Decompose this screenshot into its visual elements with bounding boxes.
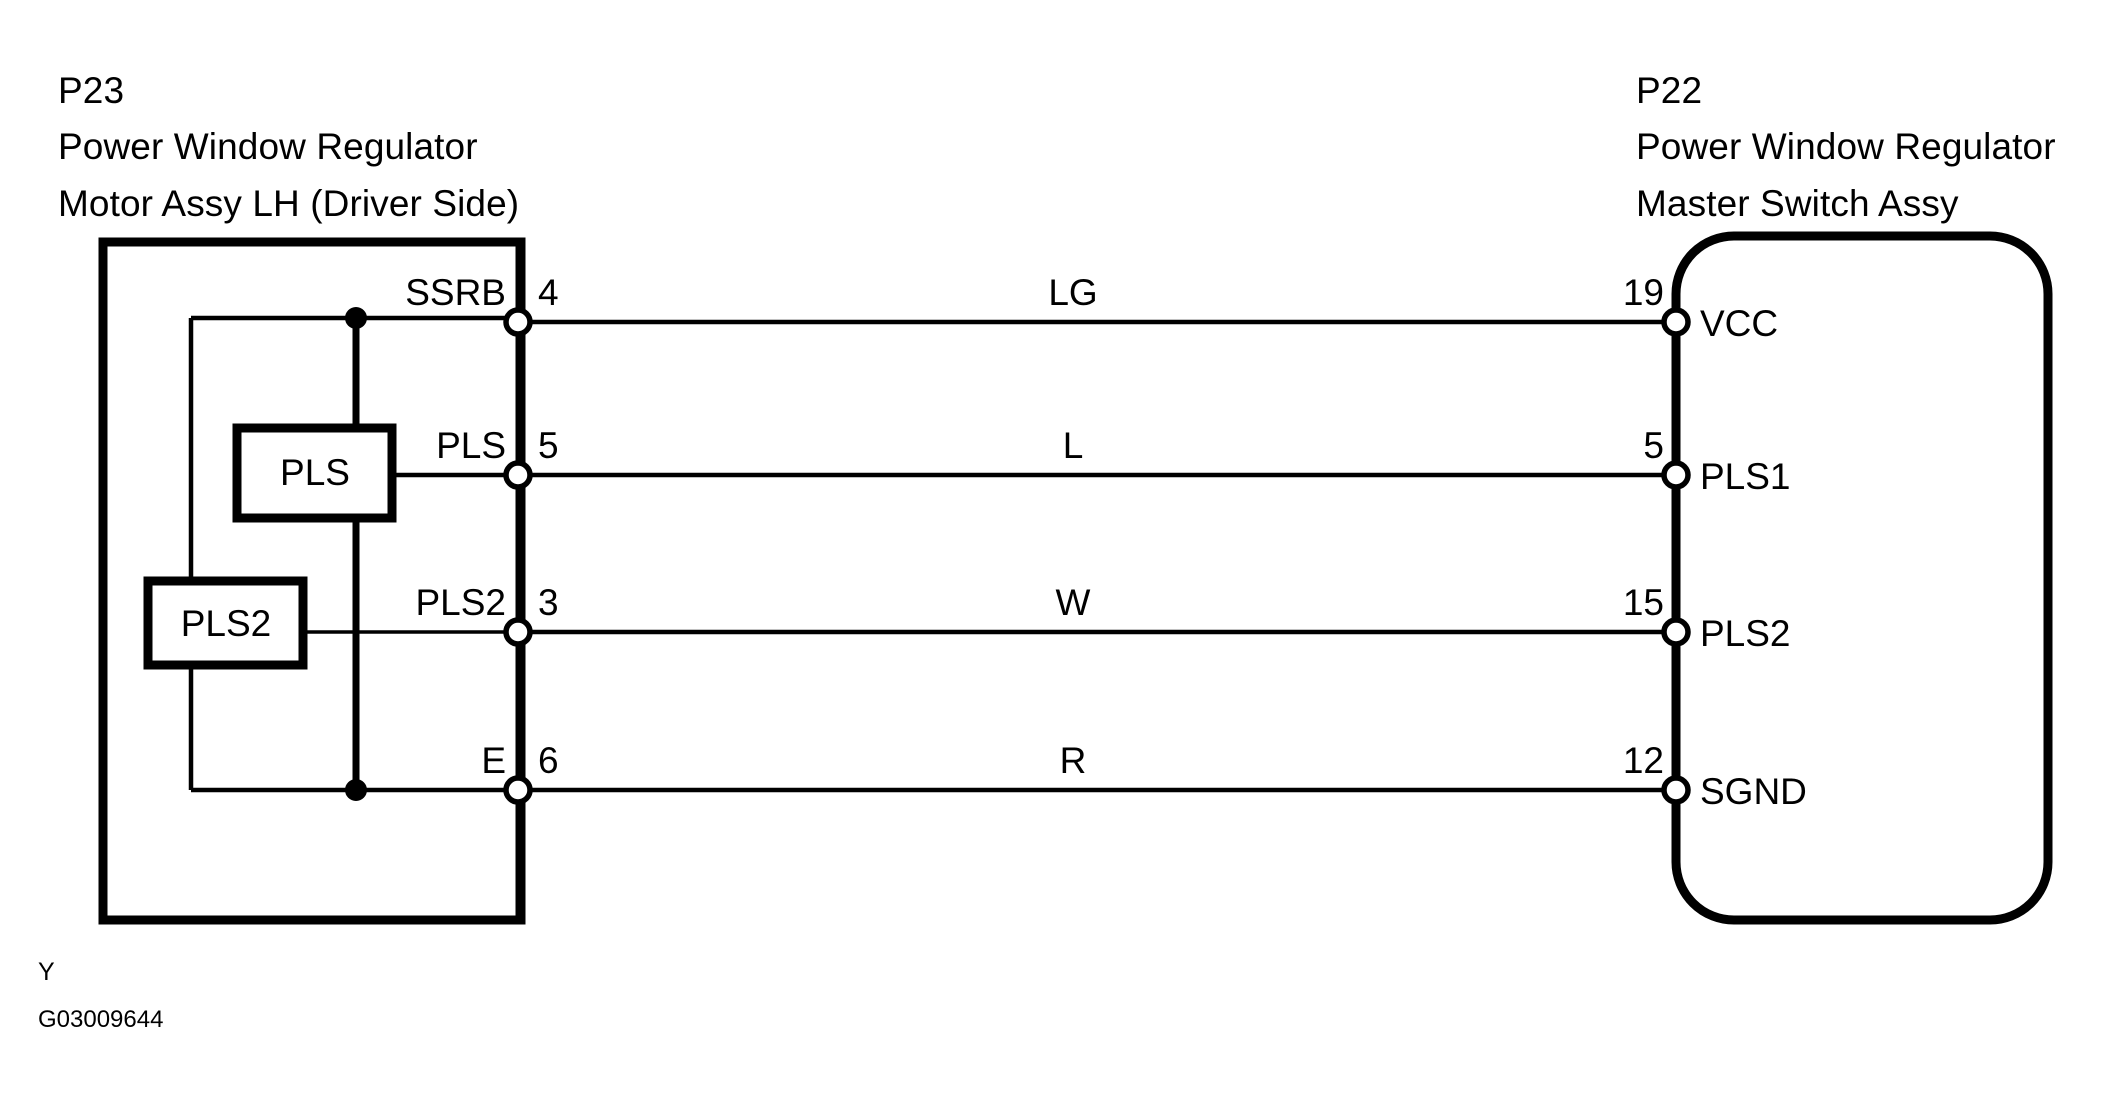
- junction-dot-ground: [345, 779, 367, 801]
- wire-label-lg: LG: [1048, 272, 1098, 313]
- left-pin-terminal-3[interactable]: [503, 617, 533, 647]
- wire-label-r: R: [1059, 740, 1087, 781]
- right-pin-terminal-19[interactable]: [1661, 307, 1691, 337]
- diagram-code: G03009644: [38, 1006, 164, 1033]
- bottom-marker: Y: [38, 958, 55, 986]
- left-pin-signal-ssrb: SSRB: [405, 272, 506, 313]
- right-connector-ref: P22: [1636, 70, 1703, 111]
- right-pin-number-5: 5: [1643, 425, 1664, 466]
- right-pin-number-12: 12: [1622, 740, 1664, 781]
- right-pin-terminal-15[interactable]: [1661, 617, 1691, 647]
- pls-block-label: PLS: [280, 452, 350, 493]
- right-pin-number-15: 15: [1622, 582, 1664, 623]
- right-connector-name-line2: Master Switch Assy: [1636, 183, 1959, 224]
- left-connector-name-line2: Motor Assy LH (Driver Side): [58, 183, 520, 224]
- right-connector-name-line1: Power Window Regulator: [1636, 126, 2056, 167]
- right-pin-signal-vcc: VCC: [1700, 303, 1779, 344]
- right-pin-terminal-12[interactable]: [1661, 775, 1691, 805]
- right-pin-signal-sgnd: SGND: [1700, 771, 1807, 812]
- right-pin-signal-pls2: PLS2: [1700, 613, 1791, 654]
- left-pin-terminal-6[interactable]: [503, 775, 533, 805]
- right-pin-terminal-5[interactable]: [1661, 460, 1691, 490]
- pls2-sensor-block: [143, 576, 308, 670]
- left-pin-number-3: 3: [538, 582, 559, 623]
- left-connector-ref: P23: [58, 70, 125, 111]
- left-connector-name-line1: Power Window Regulator: [58, 126, 478, 167]
- wire-label-w: W: [1055, 582, 1091, 623]
- pls-sensor-block: [232, 423, 397, 523]
- right-pin-signal-pls1: PLS1: [1700, 456, 1791, 497]
- pls2-block-label: PLS2: [180, 603, 272, 644]
- left-pin-number-4: 4: [538, 272, 559, 313]
- right-pin-number-19: 19: [1622, 272, 1664, 313]
- left-pin-signal-pls: PLS: [436, 425, 506, 466]
- left-pin-signal-e: E: [481, 740, 506, 781]
- junction-dot-ssrb: [345, 307, 367, 329]
- wire-label-l: L: [1062, 425, 1084, 466]
- left-pin-number-6: 6: [538, 740, 559, 781]
- left-pin-signal-pls2: PLS2: [415, 582, 506, 623]
- left-pin-terminal-4[interactable]: [503, 307, 533, 337]
- left-pin-number-5: 5: [538, 425, 559, 466]
- left-pin-terminal-5[interactable]: [503, 460, 533, 490]
